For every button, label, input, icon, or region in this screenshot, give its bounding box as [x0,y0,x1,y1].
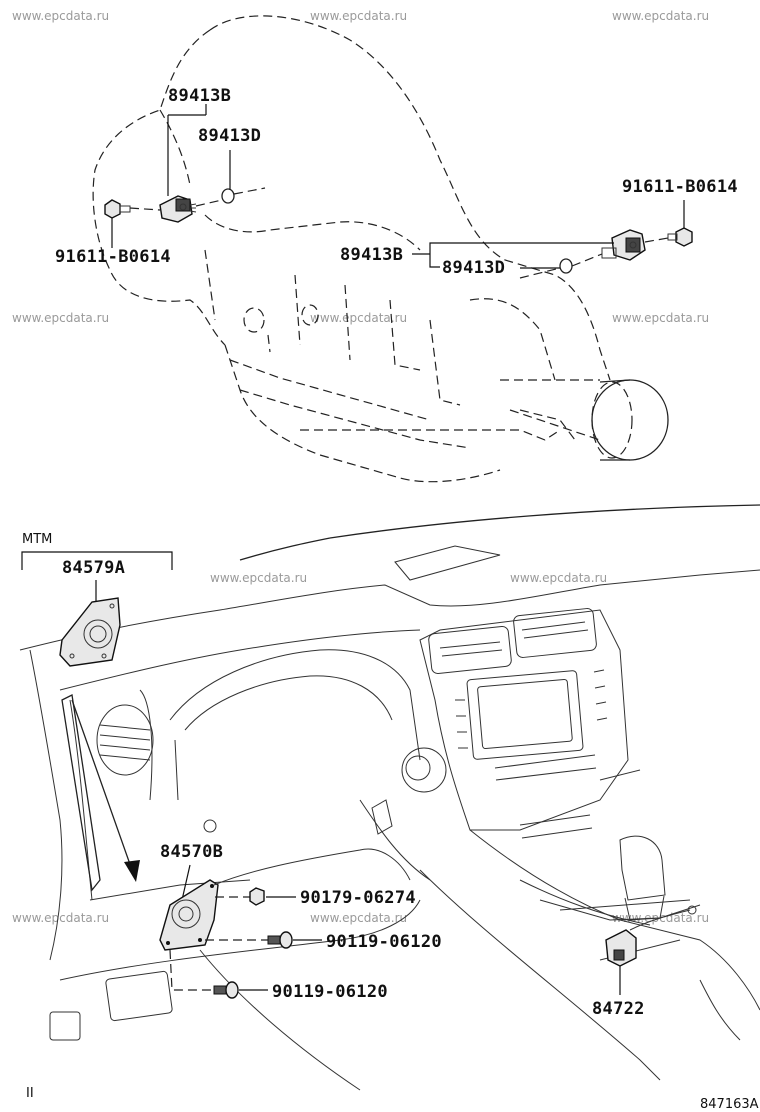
right-speed-sensor [601,229,646,261]
watermark-6: www.epcdata.ru [612,311,709,325]
figure-reference: 847163A [700,1097,759,1112]
bottom-left-mark: II [26,1086,34,1101]
watermark-3: www.epcdata.ru [612,9,709,23]
label-89413D-right: 89413D [442,258,505,278]
left-speed-sensor [159,195,197,223]
mtm-bracket-part [59,597,121,667]
label-84579A: 84579A [62,558,125,578]
label-89413B-left: 89413B [168,86,231,106]
watermark-4: www.epcdata.ru [12,311,109,325]
label-90179-06274: 90179-06274 [300,888,416,908]
mtm-group: MTM 84579A [21,532,173,882]
watermarks: www.epcdata.ru www.epcdata.ru www.epcdat… [12,9,709,925]
screw-upper-90119: 90119-06120 [267,931,442,952]
right-oring [559,258,573,274]
label-90119-06120-upper: 90119-06120 [326,932,442,952]
screw-lower-90119: 90119-06120 [213,981,388,1002]
left-oring [221,188,235,204]
label-84722: 84722 [592,999,645,1019]
label-91611-left: 91611-B0614 [55,247,171,267]
watermark-2: www.epcdata.ru [310,9,407,23]
watermark-10: www.epcdata.ru [310,911,407,925]
mtm-label: MTM [22,532,52,547]
label-89413D-left: 89413D [198,126,261,146]
label-84570B: 84570B [160,842,223,862]
label-89413B-right: 89413B [340,245,403,265]
watermark-1: www.epcdata.ru [12,9,109,23]
switch-part [159,879,219,951]
top-callouts: 89413B 89413D 91611-B0614 91611-B0614 89… [55,86,738,278]
watermark-9: www.epcdata.ru [12,911,109,925]
label-91611-right: 91611-B0614 [622,177,738,197]
watermark-7: www.epcdata.ru [210,571,307,585]
label-90119-06120-lower: 90119-06120 [272,982,388,1002]
shift-switch-84722: 84722 [592,905,697,1019]
transmission-housing [92,15,669,483]
watermark-5: www.epcdata.ru [310,311,407,325]
right-bolt [667,227,693,247]
left-bolt [104,199,131,219]
nut-90179: 90179-06274 [249,887,416,908]
watermark-8: www.epcdata.ru [510,571,607,585]
switch-assy-84570B: 84570B [159,842,411,991]
dashboard-outline [19,504,760,1091]
